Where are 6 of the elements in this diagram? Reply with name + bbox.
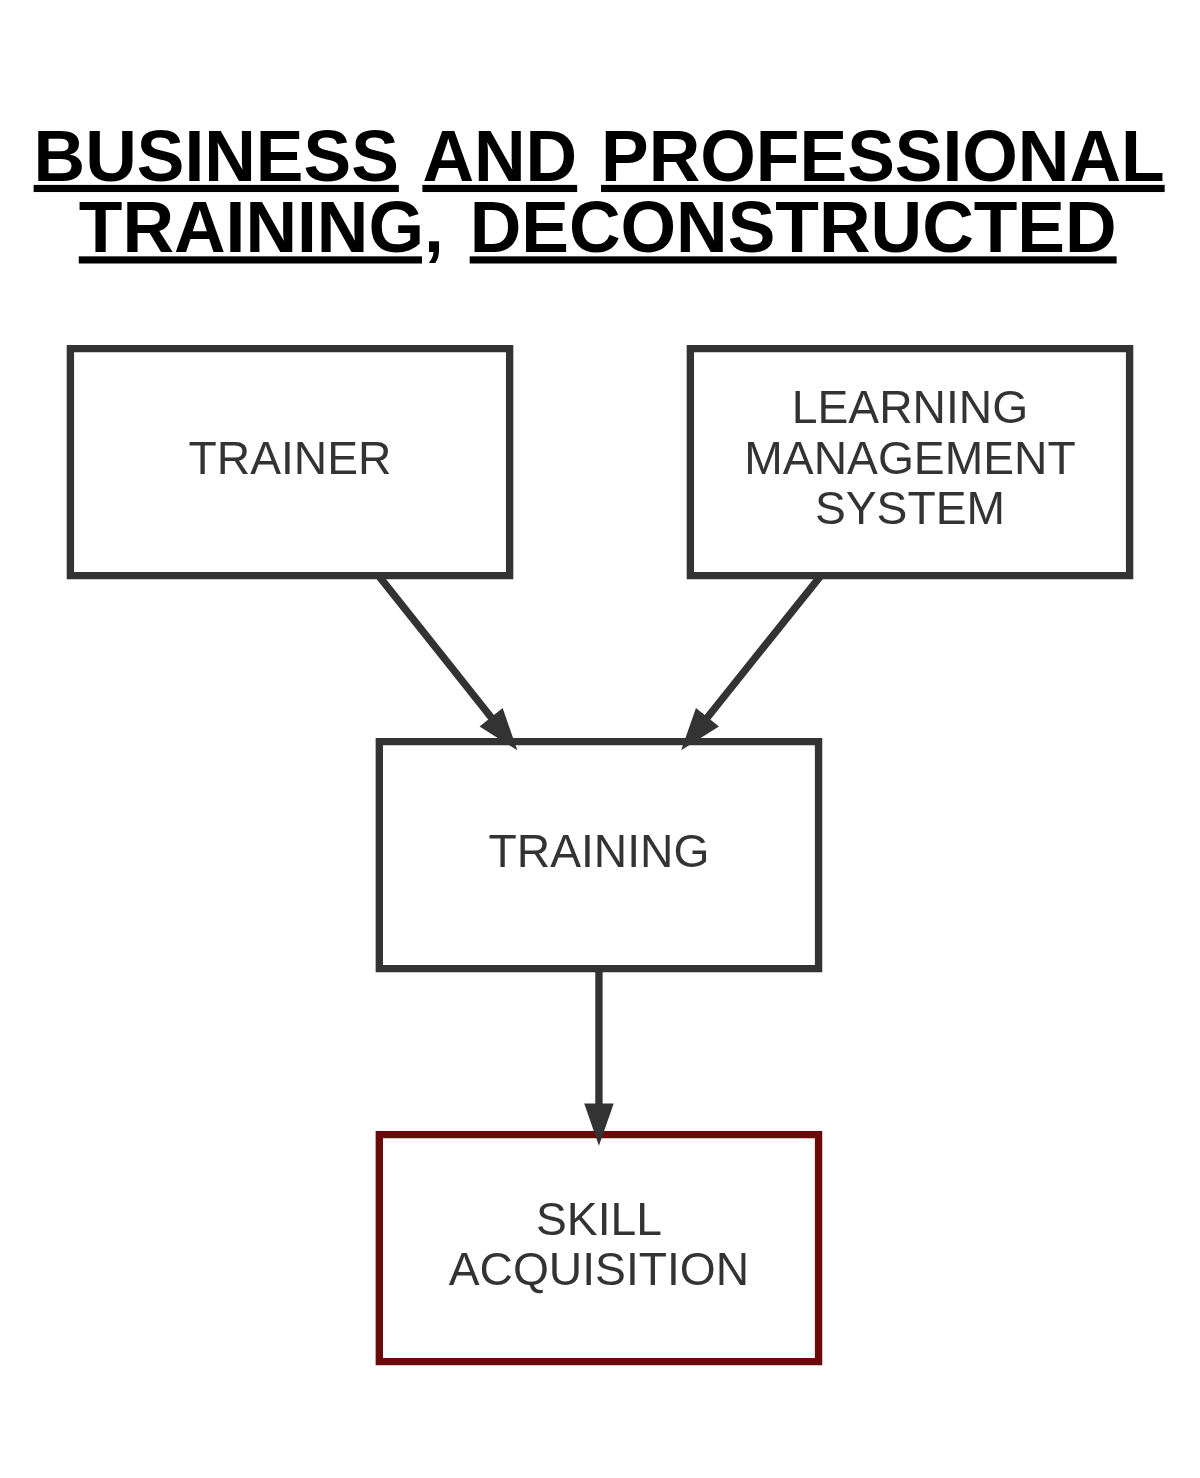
arrow — [584, 968, 614, 1146]
node-box: TRAINER — [66, 344, 514, 579]
diagram-title: BUSINESS AND PROFESSIONAL TRAINING, DECONSTRUCTED — [33, 115, 1165, 267]
node-box: LEARNING MANAGEMENT SYSTEM — [686, 344, 1134, 579]
node-box: SKILL ACQUISITION — [375, 1130, 823, 1365]
node-box: TRAINING — [375, 737, 823, 972]
